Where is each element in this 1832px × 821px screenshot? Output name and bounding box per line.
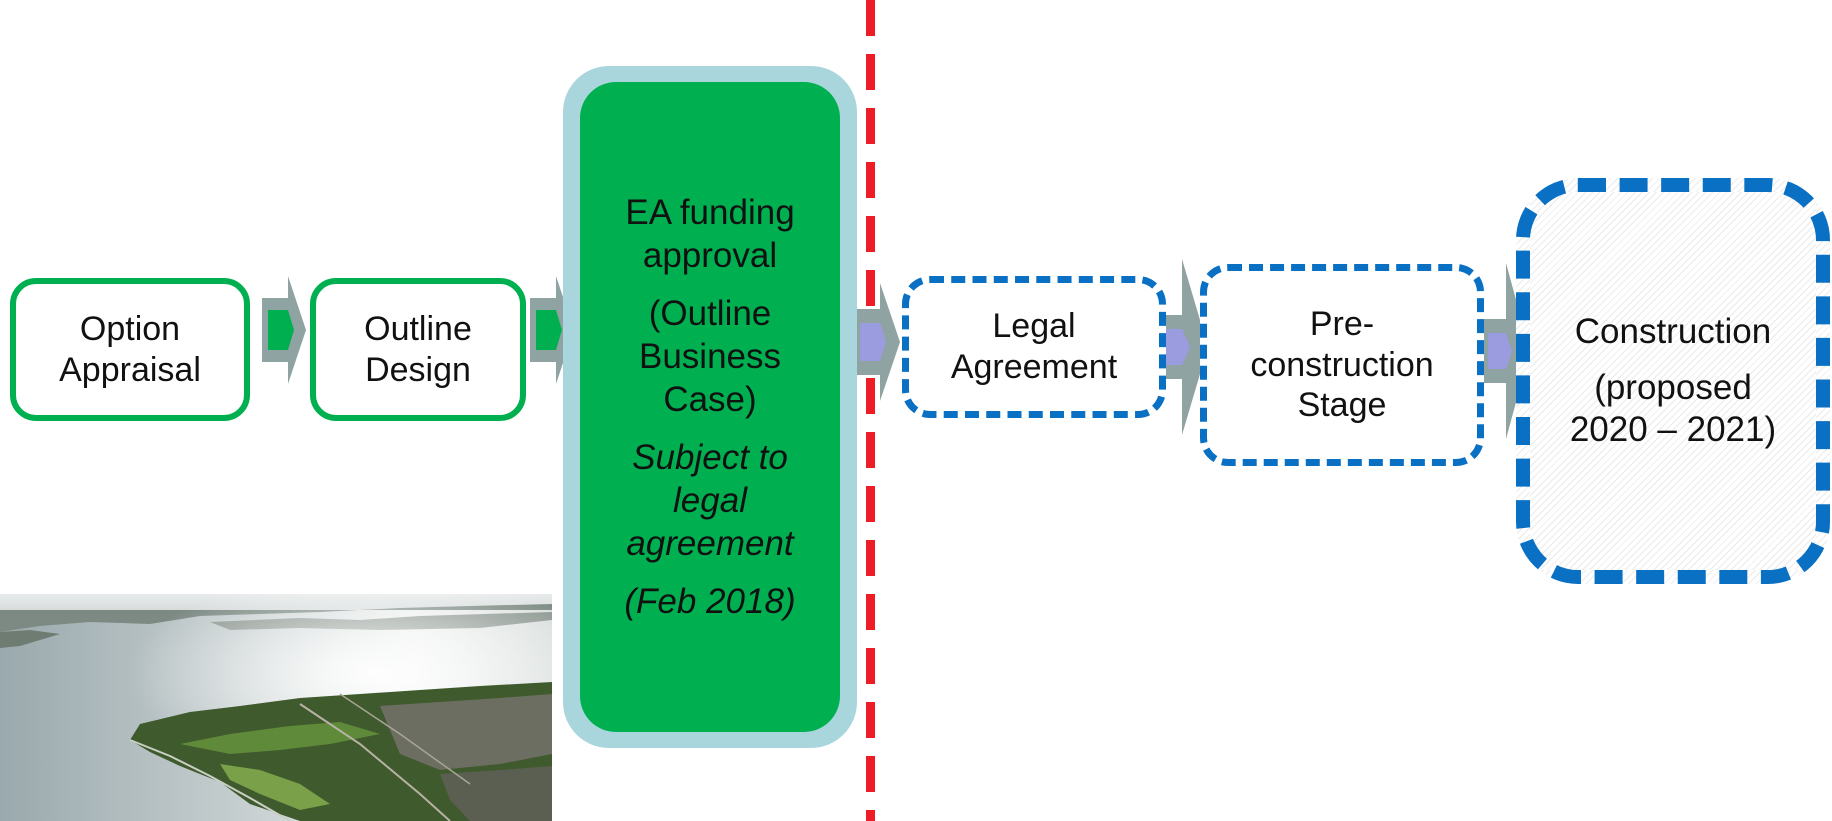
stage-construction: Construction (proposed 2020 – 2021)	[1516, 178, 1830, 584]
aerial-photo-drawing	[0, 594, 552, 821]
stage-outline-design-line-1: Outline	[364, 309, 472, 348]
stage-pre-construction-line-3: Stage	[1297, 386, 1387, 425]
ea-funding-paren-line-1: (Outline	[648, 293, 772, 333]
ea-funding-paren-line-2: Business	[638, 336, 782, 376]
stage-legal-agreement-line-2: Agreement	[950, 348, 1118, 386]
stage-legal-agreement: Legal Agreement	[902, 276, 1166, 418]
stage-pre-construction: Pre- construction Stage	[1200, 264, 1484, 466]
ea-funding-date: (Feb 2018)	[624, 581, 796, 621]
stage-construction-proposed-line-2: 2020 – 2021)	[1569, 410, 1777, 449]
stage-construction-title: Construction	[1574, 312, 1772, 351]
stage-pre-construction-line-1: Pre-	[1309, 304, 1375, 343]
milestone-divider	[866, 0, 875, 821]
stage-option-appraisal-line-2: Appraisal	[59, 350, 201, 389]
ea-funding-note-line-1: Subject to	[632, 437, 788, 477]
stage-outline-design-line-2: Design	[365, 350, 471, 389]
stage-legal-agreement-line-1: Legal	[992, 307, 1076, 346]
ea-funding-note-line-3: agreement	[626, 524, 794, 564]
arrow-option-to-outline	[262, 276, 306, 384]
ea-funding-note-line-2: legal	[673, 481, 747, 521]
stage-ea-funding-approval: EA funding approval (Outline Business Ca…	[580, 82, 840, 732]
aerial-photo	[0, 594, 552, 821]
ea-funding-title-line-2: approval	[642, 236, 778, 276]
stage-pre-construction-line-2: construction	[1250, 345, 1434, 384]
stage-outline-design: Outline Design	[310, 278, 526, 421]
stage-option-appraisal: Option Appraisal	[10, 278, 250, 421]
stage-construction-proposed-line-1: (proposed	[1594, 368, 1752, 407]
arrow-legal-to-preconstruction	[1160, 259, 1208, 435]
arrow-funding-to-legal	[852, 283, 900, 401]
ea-funding-title-line-1: EA funding	[625, 192, 795, 232]
stage-option-appraisal-line-1: Option	[79, 309, 181, 348]
ea-funding-paren-line-3: Case)	[663, 380, 757, 420]
